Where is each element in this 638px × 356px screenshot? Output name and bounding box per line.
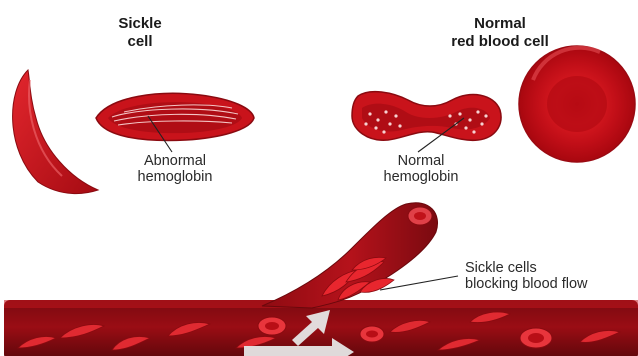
- normal-label-line2: hemoglobin: [366, 169, 476, 185]
- elongated-sickle-cell: [96, 93, 254, 140]
- sickle-cell-title: Sickle cell: [100, 15, 180, 51]
- abnormal-label-line2: hemoglobin: [120, 169, 230, 185]
- sickle-title-line2: cell: [100, 33, 180, 51]
- normal-label-line1: Normal: [366, 153, 476, 169]
- normal-red-blood-cell: [519, 46, 635, 162]
- blocking-blood-flow-label: Sickle cells blocking blood flow: [465, 260, 637, 292]
- normal-hemoglobin-label: Normal hemoglobin: [366, 153, 476, 185]
- crescent-sickle-cell: [13, 70, 98, 194]
- blocking-label-line2: blocking blood flow: [465, 276, 637, 292]
- abnormal-hemoglobin-label: Abnormal hemoglobin: [120, 153, 230, 185]
- normal-title-line2: red blood cell: [425, 33, 575, 51]
- normal-title-line1: Normal: [425, 15, 575, 33]
- abnormal-label-line1: Abnormal: [120, 153, 230, 169]
- normal-cell-title: Normal red blood cell: [425, 15, 575, 51]
- blocking-label-line1: Sickle cells: [465, 260, 637, 276]
- sickle-title-line1: Sickle: [100, 15, 180, 33]
- biconcave-cell: [352, 92, 501, 141]
